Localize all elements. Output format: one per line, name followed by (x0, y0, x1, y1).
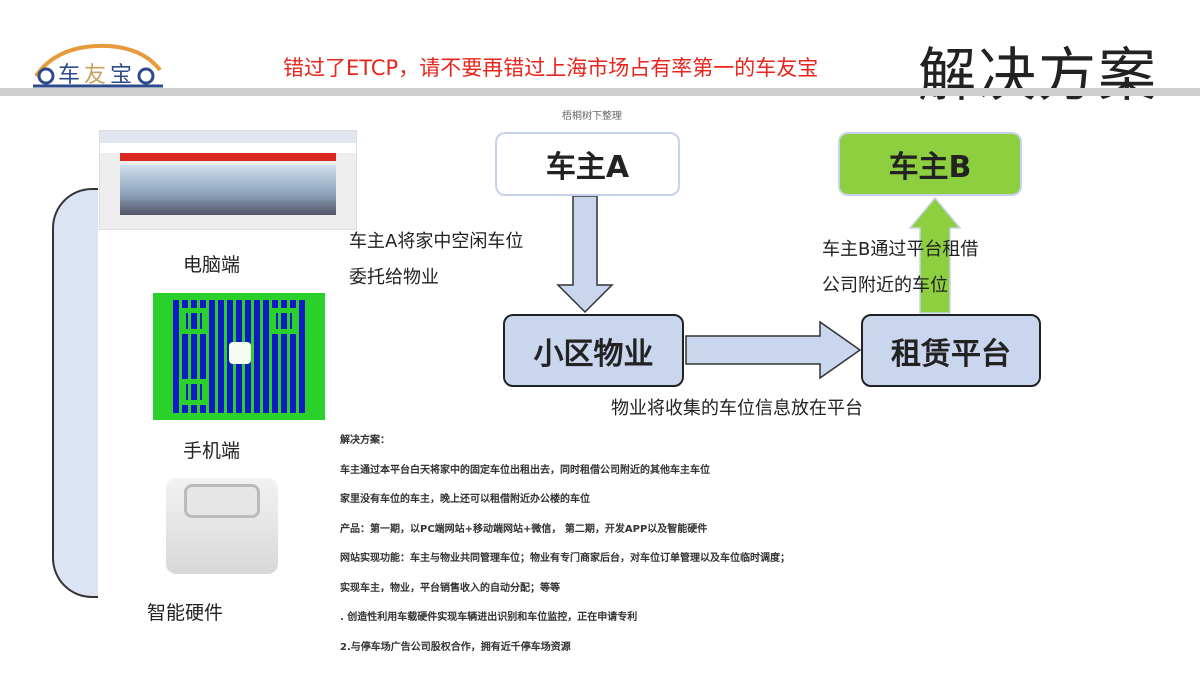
page-title: 解决方案 (918, 41, 1159, 109)
description-line: 2.与停车场广告公司股权合作，拥有近千停车场资源 (340, 641, 571, 653)
slogan: 错过了ETCP，请不要再错过上海市场占有率第一的车友宝 (283, 56, 819, 80)
qr-code (153, 293, 325, 420)
arrow-a-to-property (556, 195, 614, 314)
description: 解决方案： 车主通过本平台白天将家中的固定车位出租出去，同时租借公司附近的其他车… (340, 426, 790, 662)
description-line: 车主通过本平台白天将家中的固定车位出租出去，同时租借公司附近的其他车主车位 (340, 464, 710, 476)
channel-pc-label: 电脑端 (183, 254, 241, 276)
description-line: 网站实现功能：车主与物业共同管理车位；物业有专门商家后台，对车位订单管理以及车位… (340, 553, 790, 564)
credit-text: 梧桐树下整理 (562, 111, 622, 122)
description-line: 家里没有车位的车主，晚上还可以租借附近办公楼的车位 (340, 494, 590, 505)
arrow-platform-to-b (908, 196, 962, 314)
note-property: 物业将收集的车位信息放在平台 (611, 398, 863, 419)
description-heading: 解决方案： (340, 435, 390, 446)
platform-box: 租赁平台 (861, 314, 1041, 387)
svg-text:宝: 宝 (110, 63, 132, 88)
note-line: 车主A将家中空闲车位 (349, 231, 524, 252)
description-line: 产品：第一期，以PC端网站+移动端网站+微信， 第二期，开发APP以及智能硬件 (340, 523, 708, 535)
channel-mobile-label: 手机端 (183, 440, 241, 462)
description-line: . 创造性利用车载硬件实现车辆进出识别和车位监控，正在申请专利 (340, 612, 638, 623)
channel-hardware-label: 智能硬件 (147, 602, 224, 624)
owner-b-box: 车主B (838, 132, 1022, 196)
owner-a-box: 车主A (495, 132, 680, 196)
note-line: 委托给物业 (349, 267, 439, 288)
note-owner-b: 车主B通过平台租借公司附近的车位 (822, 232, 978, 304)
channel-bracket (52, 188, 98, 598)
obd-device-image (166, 478, 278, 574)
svg-text:车: 车 (58, 63, 80, 88)
note-line: 公司附近的车位 (822, 275, 948, 296)
logo: 车友宝 (28, 40, 168, 90)
description-line: 实现车主，物业，平台销售收入的自动分配；等等 (340, 582, 560, 594)
arrow-property-to-platform (685, 320, 862, 380)
header-divider (0, 88, 1200, 96)
note-line: 车主B通过平台租借 (822, 239, 979, 260)
property-box: 小区物业 (503, 314, 684, 387)
svg-text:友: 友 (84, 63, 106, 88)
website-screenshot (99, 130, 357, 230)
note-owner-a: 车主A将家中空闲车位委托给物业 (349, 224, 523, 296)
